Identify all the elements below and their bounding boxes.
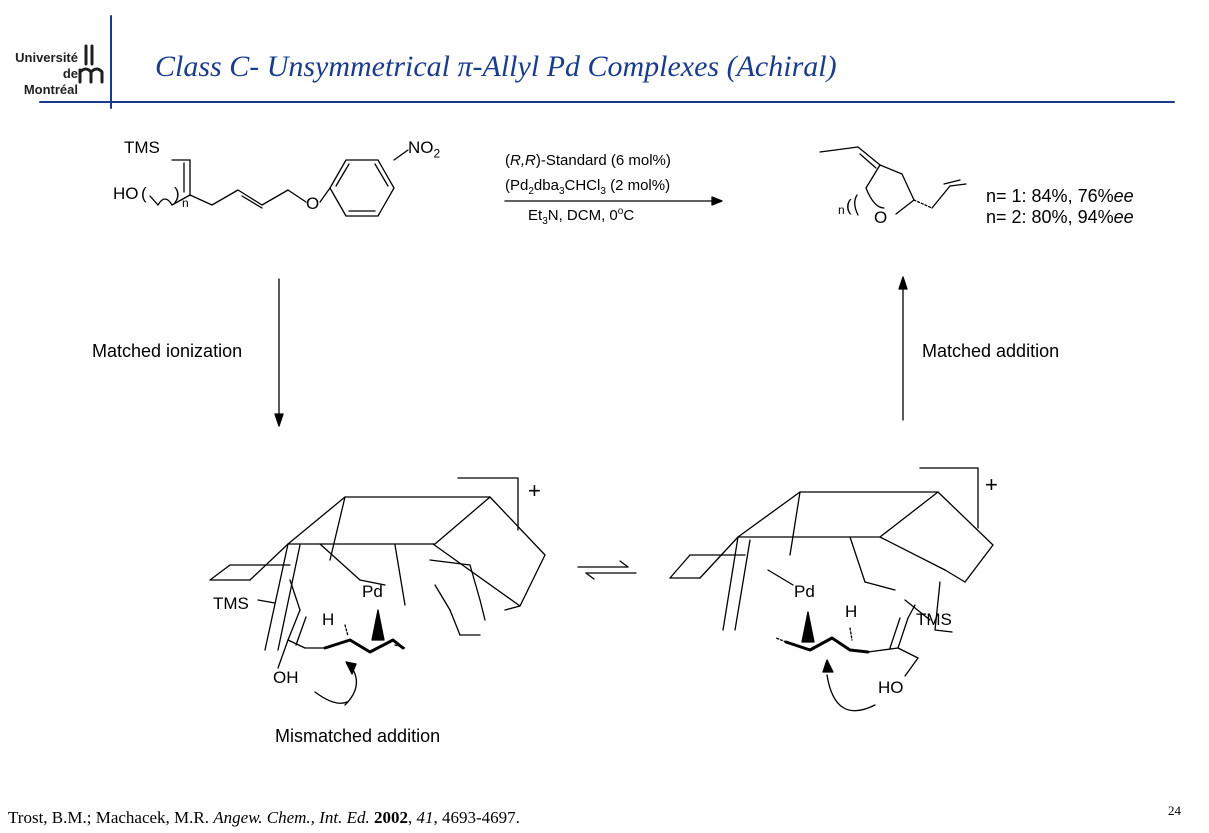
left-complex-pd-label: Pd bbox=[362, 582, 383, 601]
matched-ionization-label: Matched ionization bbox=[92, 341, 243, 361]
slide-title: Class C- Unsymmetrical π-Allyl Pd Comple… bbox=[155, 50, 837, 83]
right-complex-h-label: H bbox=[845, 602, 858, 621]
left-complex-charge: + bbox=[528, 478, 541, 503]
condition-catalyst-ligand: (R,R)-Standard (6 mol%) bbox=[505, 152, 671, 169]
university-logo-mark bbox=[78, 44, 104, 84]
equilibrium-arrows bbox=[577, 560, 637, 580]
substrate-oxygen-label: O bbox=[306, 194, 320, 213]
matched-addition-label: Matched addition bbox=[922, 341, 1060, 361]
condition-palladium-source: (Pd2dba3CHCl3 (2 mol%) bbox=[505, 177, 671, 197]
result-n2: n= 2: 80%, 94%ee bbox=[986, 207, 1134, 227]
left-complex-tms-label: TMS bbox=[213, 594, 249, 613]
product-oxygen-label: O bbox=[874, 208, 888, 227]
right-complex-ho-label: HO bbox=[878, 678, 904, 697]
university-logo-text: Université de Montréal bbox=[12, 50, 78, 98]
product-n-label: n bbox=[838, 203, 845, 217]
condition-base-solvent-temp: Et3N, DCM, 0oC bbox=[528, 206, 635, 227]
left-complex-oh-label: OH bbox=[273, 668, 299, 687]
product-structure bbox=[819, 146, 967, 216]
citation: Trost, B.M.; Machacek, M.R. Angew. Chem.… bbox=[8, 808, 520, 827]
right-complex-charge: + bbox=[985, 472, 998, 497]
result-n1: n= 1: 84%, 76%ee bbox=[986, 186, 1134, 206]
right-complex-pd-label: Pd bbox=[794, 582, 815, 601]
right-complex-tms-label: TMS bbox=[916, 610, 952, 629]
substrate-structure bbox=[149, 149, 409, 217]
substrate-paren-close: ) bbox=[174, 184, 180, 203]
left-complex-h-label: H bbox=[322, 610, 335, 629]
product-paren-open: ( bbox=[846, 196, 852, 215]
substrate-n-label: n bbox=[182, 196, 189, 210]
substrate-tms-label: TMS bbox=[124, 138, 160, 157]
logo-line-2: de Montréal bbox=[23, 66, 78, 97]
logo-line-1: Université bbox=[15, 50, 78, 65]
mismatched-addition-label: Mismatched addition bbox=[275, 726, 441, 746]
left-complex-structure bbox=[209, 477, 546, 706]
substrate-ho-label: HO bbox=[113, 184, 139, 203]
substrate-paren-label: ( bbox=[141, 184, 147, 203]
page-number: 24 bbox=[1168, 803, 1181, 818]
substrate-nitro-label: NO2 bbox=[408, 138, 441, 161]
right-complex-structure bbox=[669, 467, 994, 712]
